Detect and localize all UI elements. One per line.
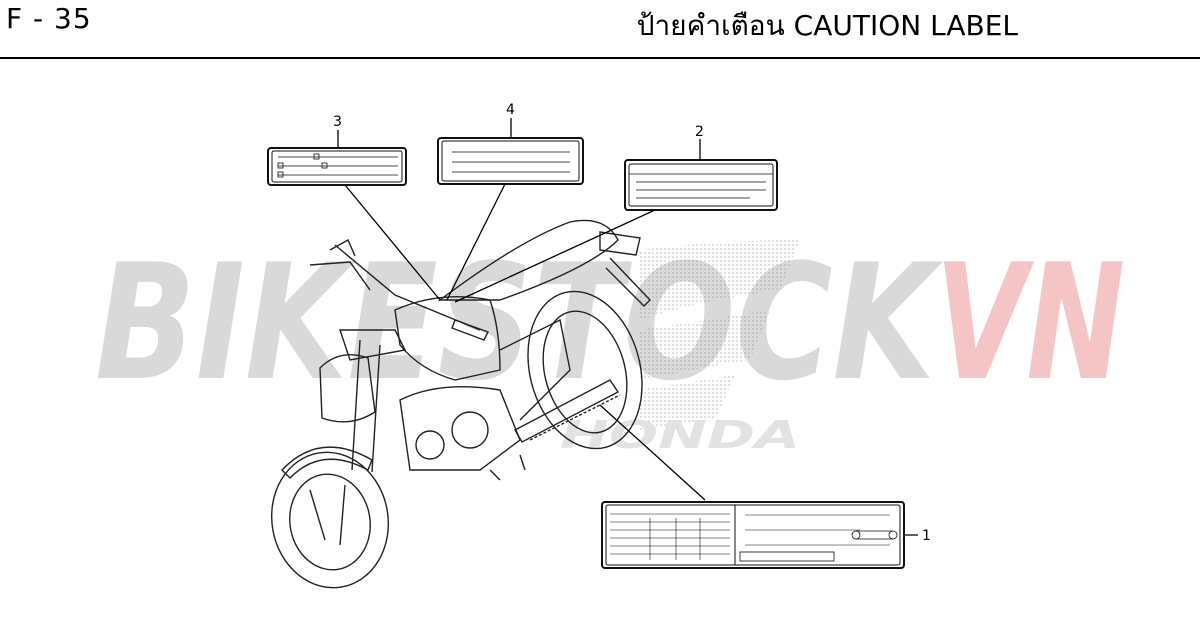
honda-wing-logo	[640, 240, 800, 430]
leader-lines	[337, 118, 918, 536]
callout-1: 1	[922, 528, 931, 544]
watermark: BIKESTOCK VN HONDA	[95, 229, 1125, 457]
caution-label-4-drawing	[437, 137, 584, 185]
leader-line-2	[454, 139, 701, 303]
leader-line-1	[599, 404, 918, 536]
watermark-text-accent: VN	[935, 229, 1125, 416]
honda-logo-text: HONDA	[560, 413, 800, 457]
callout-numbers: 3 4 2 1	[333, 102, 931, 544]
callout-2: 2	[695, 124, 704, 140]
caution-label-2-drawing	[624, 159, 778, 211]
header-divider	[0, 57, 1200, 59]
leader-line-4	[446, 118, 512, 301]
leader-line-3	[337, 130, 441, 301]
callout-3: 3	[333, 114, 342, 130]
callout-4: 4	[506, 102, 515, 118]
page-title: ป้ายคำเตือน CAUTION LABEL	[636, 9, 1018, 42]
caution-label-1-drawing	[601, 501, 905, 569]
caution-label-3-drawing	[267, 147, 407, 186]
watermark-text-main: BIKESTOCK	[95, 229, 943, 416]
page-code: F - 35	[6, 2, 92, 35]
motorcycle-drawing	[270, 219, 651, 589]
